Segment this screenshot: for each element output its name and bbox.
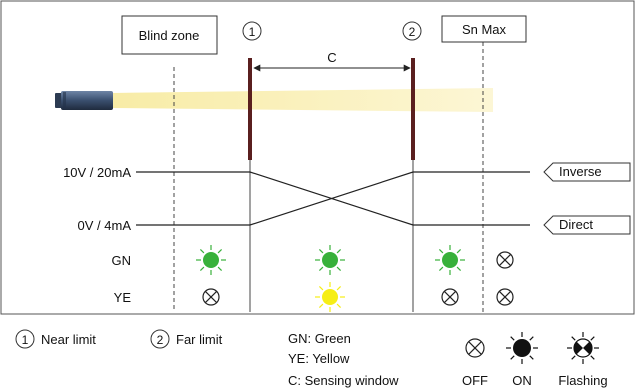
direct-output-trace — [136, 171, 530, 226]
legend-led-icons — [465, 332, 599, 364]
legend-far-limit-label: Far limit — [176, 332, 223, 347]
ye-row-label: YE — [114, 290, 132, 305]
gn-led-on-window — [315, 245, 345, 275]
legend-off-label: OFF — [462, 373, 488, 388]
diagram-frame — [0, 0, 635, 315]
low-level-label: 0V / 4mA — [78, 218, 132, 233]
ye-led-off-beyond_far — [441, 288, 459, 306]
inverse-tag-label: Inverse — [559, 164, 602, 179]
blind-zone-box — [121, 15, 218, 55]
ye-led-on-window — [315, 282, 345, 312]
led-indicators — [196, 245, 514, 312]
ye-led-off-beyond_snmax — [496, 288, 514, 306]
gn-row-label: GN — [112, 253, 132, 268]
direct-tag-label: Direct — [559, 217, 593, 232]
legend-flashing-icon — [567, 332, 599, 364]
gn-led-on-blind — [196, 245, 226, 275]
direct-tag — [543, 215, 631, 235]
legend: 1 Near limit 2 Far limit GN: Green YE: Y… — [15, 329, 608, 388]
inverse-tag — [543, 162, 631, 182]
near-target-plate — [248, 58, 252, 160]
far-limit-marker — [402, 21, 422, 41]
legend-off-icon — [465, 338, 485, 358]
sensing-window-letter: C — [327, 50, 336, 65]
legend-on-label: ON — [512, 373, 532, 388]
legend-far-marker — [150, 329, 170, 349]
gn-led-off-beyond_snmax — [496, 251, 514, 269]
far-limit-marker-number: 2 — [409, 25, 416, 39]
legend-far-marker-number: 2 — [157, 333, 164, 347]
ye-led-off-blind — [202, 288, 220, 306]
legend-c-desc: C: Sensing window — [288, 373, 399, 388]
sensor-icon — [55, 91, 113, 110]
high-level-label: 10V / 20mA — [63, 165, 131, 180]
legend-ye-desc: YE: Yellow — [288, 351, 350, 366]
legend-on-icon — [506, 332, 538, 364]
blind-zone-label: Blind zone — [139, 28, 200, 43]
legend-near-limit-label: Near limit — [41, 332, 96, 347]
sn-max-box — [441, 15, 527, 43]
sn-max-label: Sn Max — [462, 22, 507, 37]
gn-led-on-beyond_far — [435, 245, 465, 275]
legend-flashing-label: Flashing — [558, 373, 607, 388]
legend-near-marker — [15, 329, 35, 349]
far-target-plate — [411, 58, 415, 160]
light-beam — [112, 88, 493, 112]
near-limit-marker — [242, 21, 262, 41]
legend-near-marker-number: 1 — [22, 333, 29, 347]
legend-gn-desc: GN: Green — [288, 331, 351, 346]
near-limit-marker-number: 1 — [249, 25, 256, 39]
